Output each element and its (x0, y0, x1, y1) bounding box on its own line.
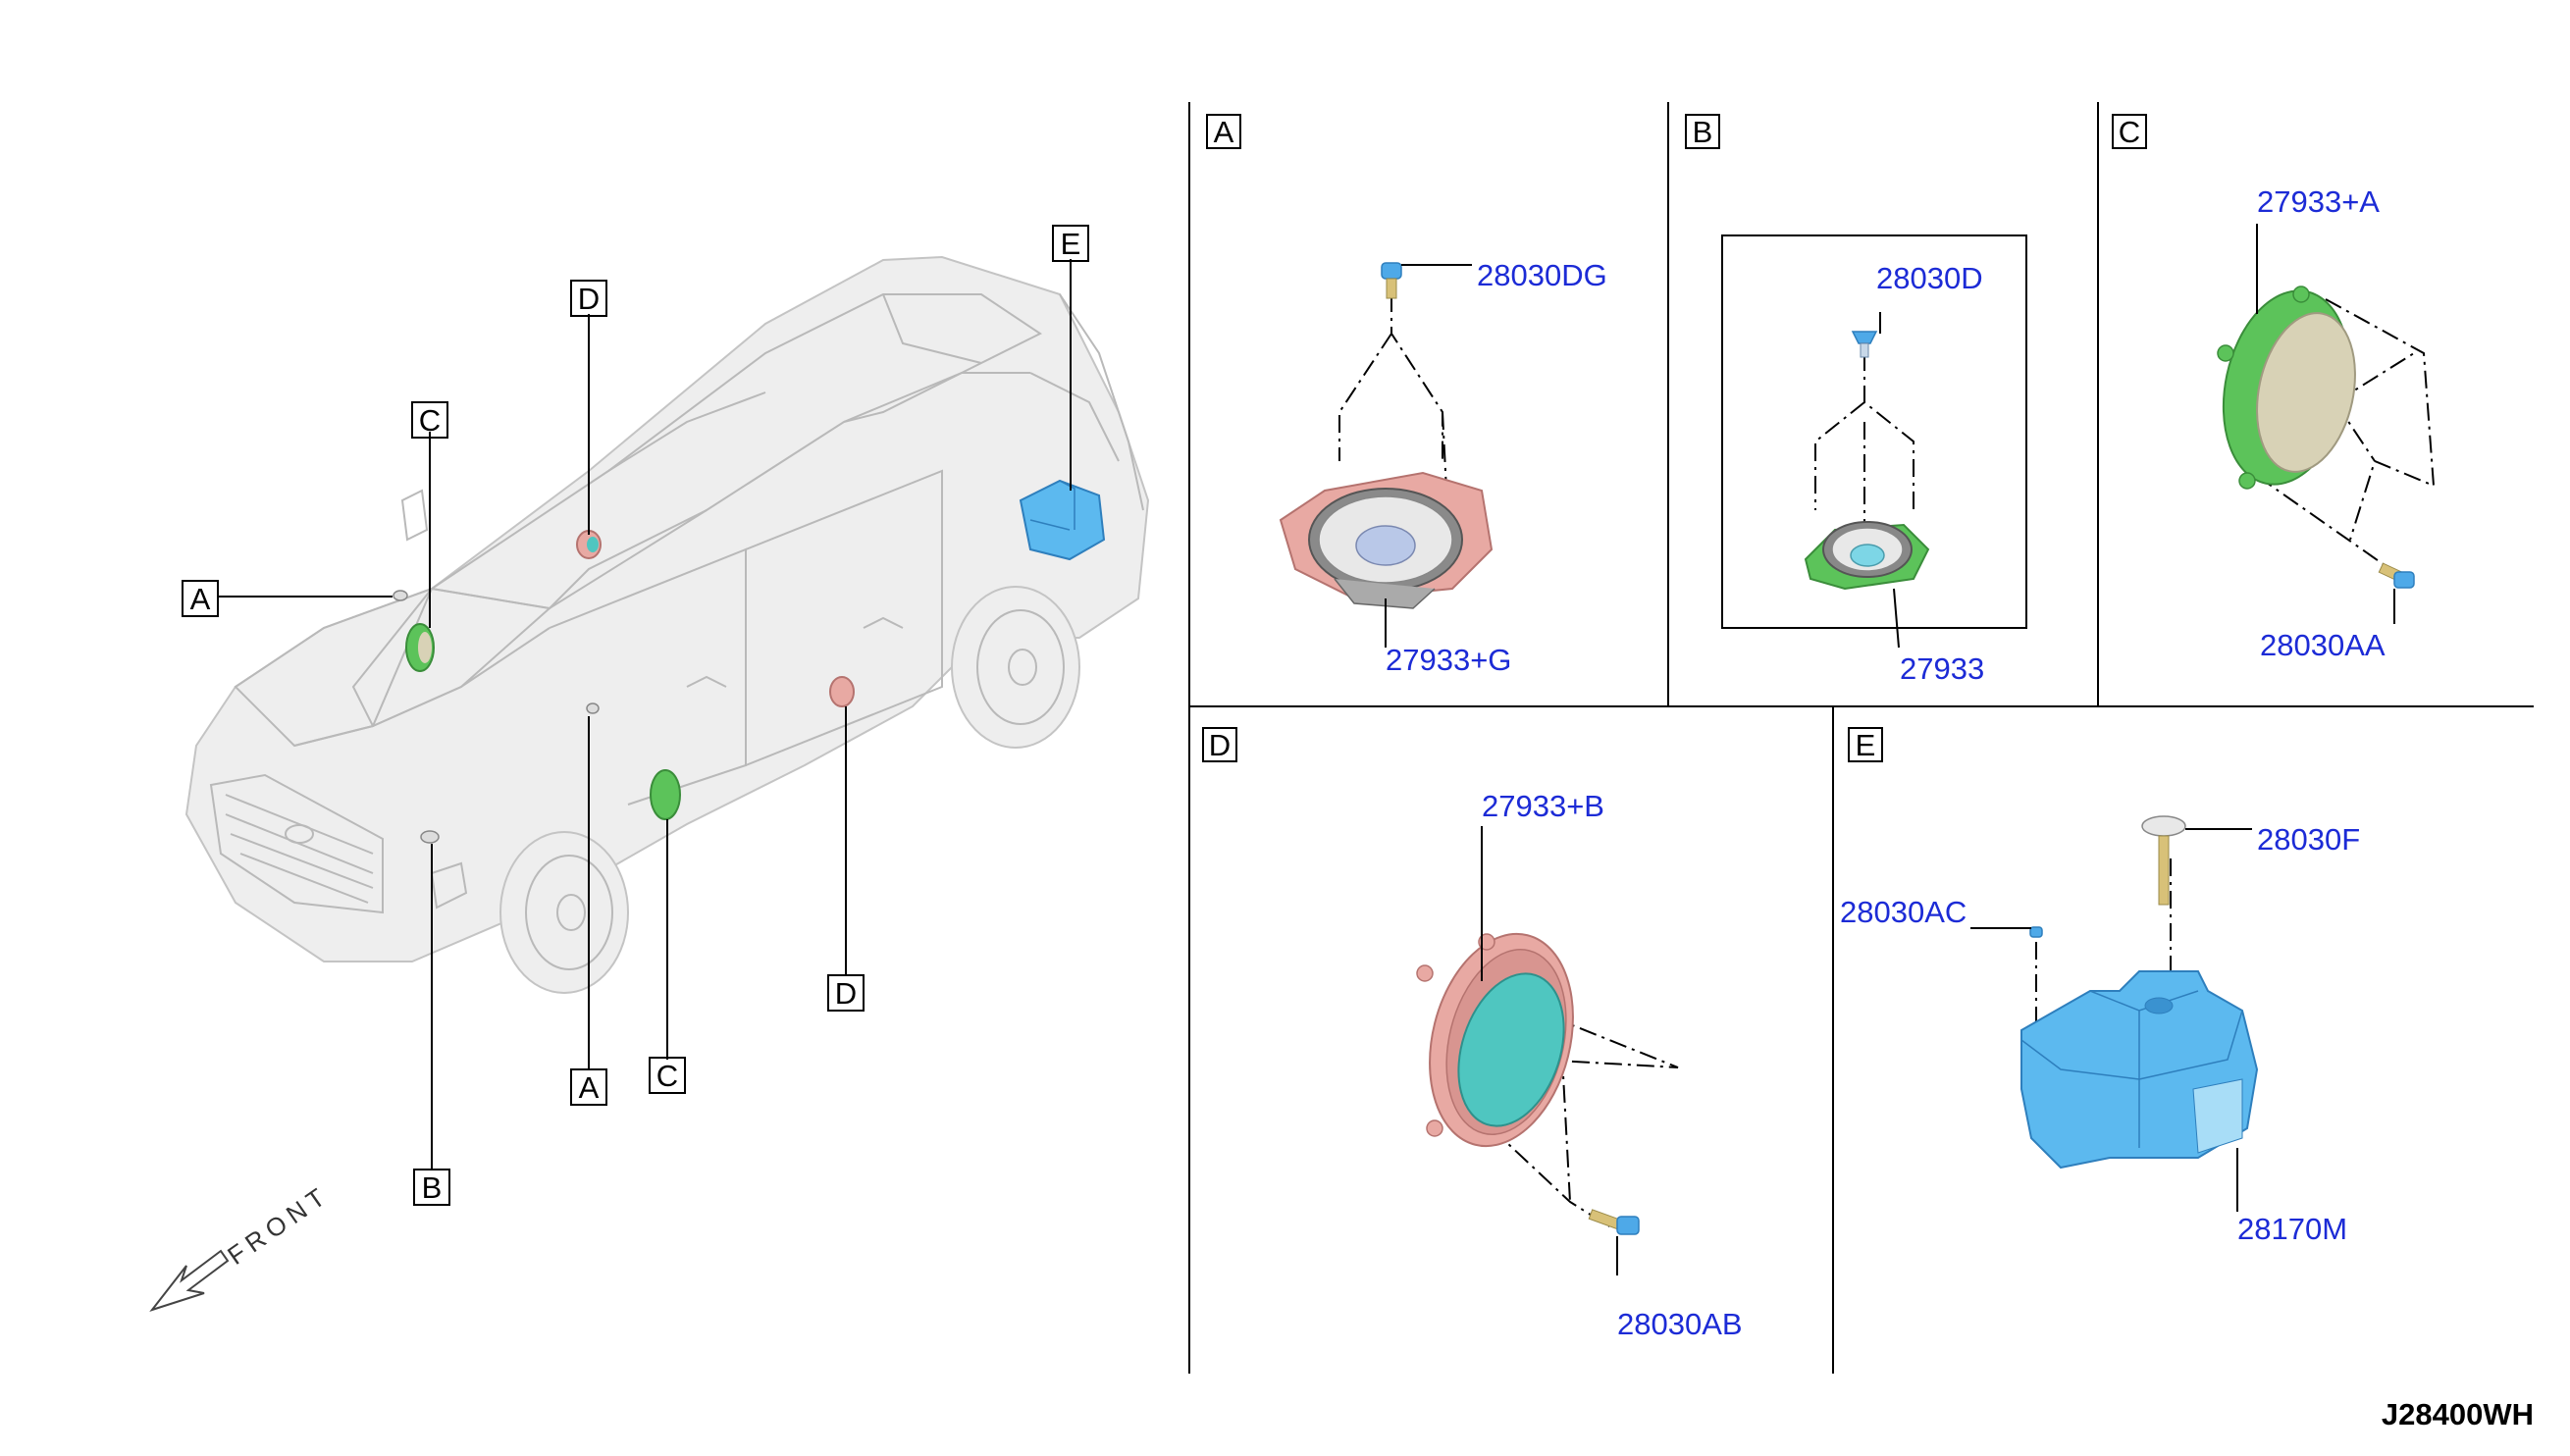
part-label-27933[interactable]: 27933 (1900, 651, 1984, 686)
svg-text:D: D (835, 976, 857, 1011)
svg-text:A: A (579, 1070, 600, 1105)
callout-d-bottom[interactable]: D (827, 974, 865, 1012)
callout-d-top[interactable]: D (570, 280, 607, 317)
overview-leaders (218, 259, 1072, 1170)
speaker-27933g-icon (1279, 471, 1494, 609)
d-speaker-rear-icon (829, 676, 855, 707)
callout-e-top[interactable]: E (1052, 225, 1089, 262)
callout-c-top[interactable]: C (411, 401, 448, 439)
a-tweeter-left-icon (393, 590, 408, 601)
screw-28030d-icon (1851, 331, 1878, 358)
speaker-27933a-icon (2217, 286, 2356, 490)
panel-c-label: C (2119, 115, 2140, 149)
panel-d-label: D (1209, 728, 1231, 762)
bolt-28030f-icon (2141, 815, 2186, 906)
panel-b: B 28030D 27933 (1685, 114, 2027, 686)
callout-a-bottom[interactable]: A (570, 1068, 607, 1106)
svg-text:C: C (656, 1059, 678, 1093)
part-label-27933a[interactable]: 27933+A (2257, 184, 2380, 219)
speaker-27933b-icon (1416, 932, 1574, 1148)
part-label-28030d[interactable]: 28030D (1876, 261, 1983, 295)
vehicle-outline (184, 255, 1150, 994)
panel-a: A 28030DG 27933+G (1206, 114, 1607, 677)
panel-c: C 27933+A 28030AA (2112, 114, 2436, 662)
callout-b-bottom[interactable]: B (413, 1169, 450, 1206)
screw-28030ac-icon (2029, 926, 2043, 938)
amplifier-28170m-icon (2020, 970, 2259, 1170)
diagram-code: J28400WH (2382, 1397, 2534, 1431)
callout-c-bottom[interactable]: C (649, 1057, 686, 1094)
panel-d: D 27933+B 28030AB (1202, 727, 1743, 1341)
part-label-27933g[interactable]: 27933+G (1386, 643, 1511, 677)
overview-labels: A C D E B A C D (182, 225, 1089, 1206)
front-arrow-icon (149, 1249, 230, 1312)
speaker-27933-icon (1804, 521, 1930, 591)
part-label-28030f[interactable]: 28030F (2257, 822, 2360, 857)
svg-text:D: D (578, 282, 600, 316)
panel-e-label: E (1856, 728, 1876, 762)
part-label-28170m[interactable]: 28170M (2237, 1212, 2347, 1246)
part-label-28030ab[interactable]: 28030AB (1617, 1307, 1743, 1341)
vehicle-speaker-markers (393, 479, 1106, 844)
b-center-speaker-icon (420, 830, 440, 844)
panel-grid (1188, 102, 2534, 1374)
svg-text:B: B (422, 1170, 443, 1205)
panel-b-label: B (1693, 115, 1713, 149)
c-speaker-front-right-icon (650, 769, 681, 820)
panel-e: E 28030F 28030AC 28170M (1840, 727, 2360, 1246)
callout-a-left[interactable]: A (182, 580, 219, 617)
panel-a-label: A (1214, 115, 1234, 149)
screw-28030aa-icon (2378, 562, 2415, 589)
svg-text:A: A (190, 582, 211, 616)
svg-text:E: E (1061, 227, 1081, 261)
front-label: FRONT (222, 1179, 335, 1271)
svg-text:C: C (419, 403, 441, 438)
front-indicator: FRONT (149, 1179, 335, 1312)
part-label-28030dg[interactable]: 28030DG (1477, 258, 1607, 292)
screw-28030ab-icon (1588, 1209, 1640, 1235)
a-tweeter-right-icon (586, 702, 600, 714)
part-label-28030ac[interactable]: 28030AC (1840, 895, 1967, 929)
screw-28030dg-icon (1381, 262, 1402, 299)
part-label-28030aa[interactable]: 28030AA (2260, 628, 2386, 662)
part-label-27933b[interactable]: 27933+B (1482, 789, 1604, 823)
